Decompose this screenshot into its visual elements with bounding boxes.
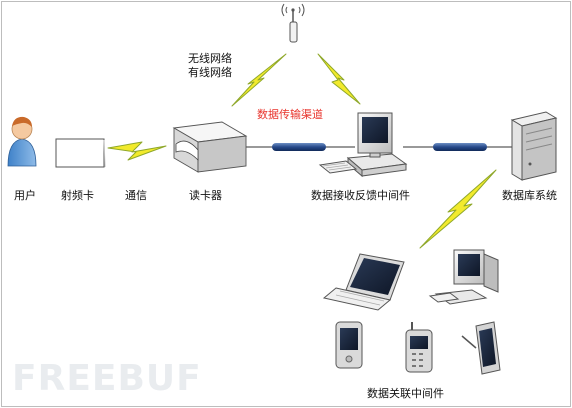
watermark: FREEBUF: [12, 358, 202, 399]
middleware-computer-icon: [318, 112, 408, 178]
lightning-icon-wireless-left: [231, 53, 287, 107]
cell-phone-icon: [405, 322, 433, 373]
user-icon: [7, 116, 37, 167]
desktop-computer-icon: [428, 249, 499, 305]
lightning-icon-communication: [107, 141, 167, 161]
tablet-icon: [461, 321, 501, 375]
label-association-middleware: 数据关联中间件: [367, 387, 444, 400]
label-database-system: 数据库系统: [502, 189, 557, 202]
label-user: 用户: [14, 189, 36, 202]
rf-card-icon: [55, 138, 106, 168]
link-pipe-right: [433, 143, 487, 151]
lightning-bolts: [107, 53, 497, 249]
label-rf-card: 射频卡: [61, 189, 94, 202]
link-pipe-left: [272, 143, 326, 151]
label-card-reader: 读卡器: [189, 189, 222, 202]
label-communication: 通信: [125, 189, 147, 202]
lightning-icon-wireless-right: [317, 53, 361, 105]
server-icon: [510, 111, 558, 181]
connection-lines: [246, 143, 512, 151]
pda-icon: [335, 321, 363, 369]
label-wireless-network: 无线网络: [188, 52, 232, 65]
laptop-icon: [322, 253, 405, 311]
label-receiver-middleware: 数据接收反馈中间件: [311, 189, 410, 202]
lightning-icon-mobile: [419, 169, 497, 249]
label-data-channel: 数据传输渠道: [257, 108, 323, 121]
card-reader-icon: [172, 121, 248, 173]
label-wired-network: 有线网络: [188, 66, 232, 79]
antenna-icon: [281, 3, 305, 43]
